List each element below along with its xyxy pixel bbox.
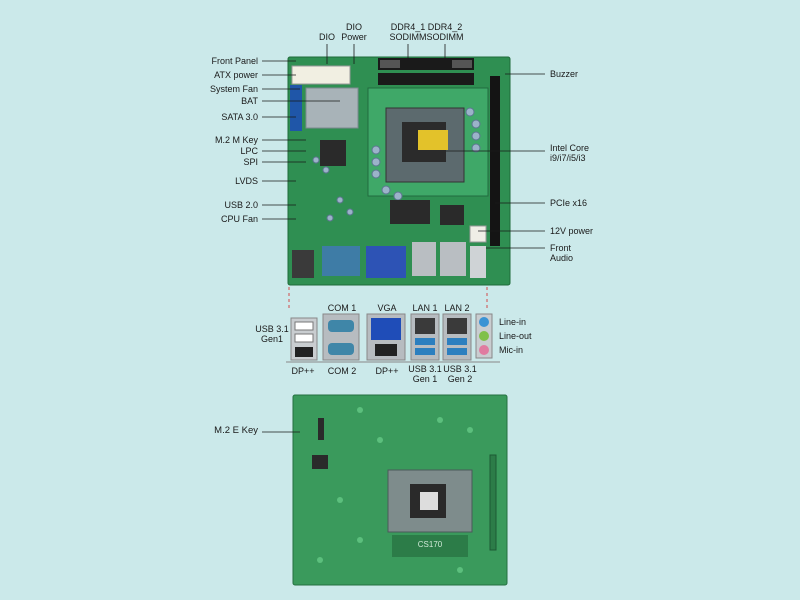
label-ddr4-1-line2: SODIMM bbox=[389, 32, 427, 42]
label-cpu-fan: CPU Fan bbox=[220, 214, 258, 224]
label-vga: VGA bbox=[377, 303, 397, 313]
label-spi: SPI bbox=[243, 157, 258, 167]
label-lan1: LAN 1 bbox=[412, 303, 438, 313]
label-ddr4-2-line2: SODIMM bbox=[426, 32, 464, 42]
label-line-in: Line-in bbox=[499, 317, 527, 327]
label-sata: SATA 3.0 bbox=[221, 112, 258, 122]
label-line-out: Line-out bbox=[499, 331, 532, 341]
label-ddr4-2-line1: DDR4_2 bbox=[427, 22, 463, 32]
label-usb31-gen2-line1: USB 3.1 bbox=[443, 364, 477, 374]
label-usb31-gen1-line2: Gen1 bbox=[260, 334, 284, 344]
label-usb31-gen1: USB 3.1 Gen1 bbox=[255, 324, 289, 344]
label-chipset: CS170 bbox=[417, 540, 443, 549]
label-bat: BAT bbox=[241, 96, 258, 106]
label-front-panel: Front Panel bbox=[211, 56, 258, 66]
label-lan2: LAN 2 bbox=[444, 303, 470, 313]
motherboard-back bbox=[292, 394, 508, 586]
label-dp2: DP++ bbox=[375, 366, 399, 376]
label-lvds: LVDS bbox=[235, 176, 258, 186]
label-usb31-gen2: USB 3.1 Gen 2 bbox=[443, 364, 477, 384]
label-system-fan: System Fan bbox=[209, 84, 258, 94]
label-usb31-gen1-b-line1: USB 3.1 bbox=[408, 364, 442, 374]
label-front-audio: Front Audio bbox=[550, 243, 573, 263]
label-pcie: PCIe x16 bbox=[550, 198, 588, 208]
motherboard-front bbox=[287, 56, 511, 286]
label-ddr4-2: DDR4_2 SODIMM bbox=[427, 22, 464, 42]
label-front-audio-line2: Audio bbox=[550, 253, 574, 263]
rear-io-panel bbox=[286, 313, 500, 363]
label-front-audio-line1: Front bbox=[550, 243, 572, 253]
label-intel-core-line1: Intel Core bbox=[550, 143, 590, 153]
label-dio-power-line2: Power bbox=[341, 32, 367, 42]
label-intel-core: Intel Core i9/i7/i5/i3 bbox=[550, 143, 589, 163]
label-usb31-gen1-b: USB 3.1 Gen 1 bbox=[408, 364, 442, 384]
label-m2-e-key: M.2 E Key bbox=[214, 425, 258, 436]
label-12v-power: 12V power bbox=[550, 226, 594, 236]
label-m2-m-key: M.2 M Key bbox=[214, 135, 258, 145]
label-mic-in: Mic-in bbox=[499, 345, 523, 355]
label-com1: COM 1 bbox=[327, 303, 357, 313]
label-usb20: USB 2.0 bbox=[224, 200, 258, 210]
leader-lines bbox=[262, 44, 545, 433]
label-lpc: LPC bbox=[240, 146, 258, 156]
label-usb31-gen2-line2: Gen 2 bbox=[447, 374, 473, 384]
label-usb31-gen1-line1: USB 3.1 bbox=[255, 324, 289, 334]
label-dp1: DP++ bbox=[291, 366, 315, 376]
label-atx-power: ATX power bbox=[214, 70, 258, 80]
label-buzzer: Buzzer bbox=[550, 69, 579, 79]
label-com2: COM 2 bbox=[327, 366, 357, 376]
label-dio: DIO bbox=[318, 32, 336, 42]
label-ddr4-1-line1: DDR4_1 bbox=[390, 22, 426, 32]
label-dio-power-line1: DIO bbox=[345, 22, 363, 32]
label-dio-power: DIO Power bbox=[341, 22, 367, 42]
label-usb31-gen1-b-line2: Gen 1 bbox=[412, 374, 438, 384]
label-intel-core-line2: i9/i7/i5/i3 bbox=[550, 153, 586, 163]
label-ddr4-1: DDR4_1 SODIMM bbox=[390, 22, 427, 42]
